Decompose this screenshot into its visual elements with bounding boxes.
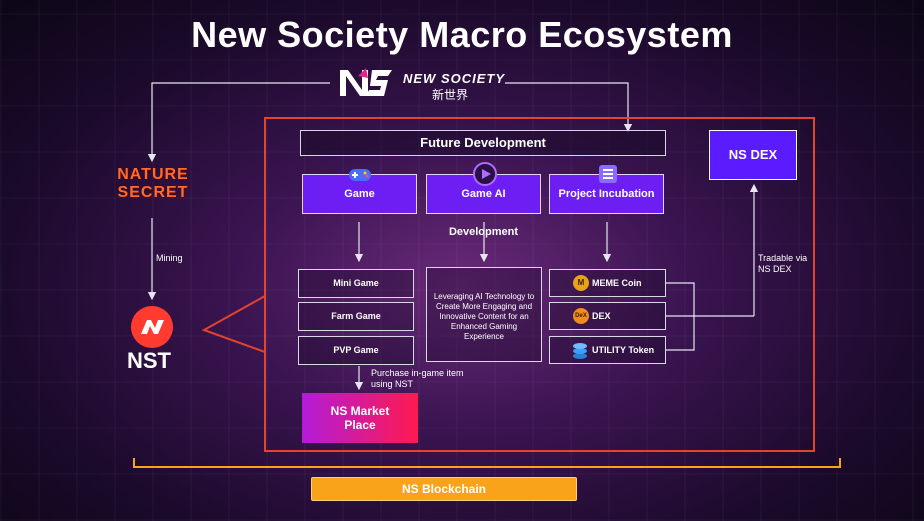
game-item-mini-game: Mini Game: [298, 269, 414, 298]
ai-play-icon: [473, 162, 497, 186]
gamepad-icon: [349, 169, 371, 181]
nature-secret-line-2: SECRET: [117, 184, 189, 201]
page-title: New Society Macro Ecosystem: [191, 14, 733, 55]
ai-description-box: Leveraging AI Technology to Create More …: [426, 267, 542, 362]
meme-coin-icon: M: [573, 275, 589, 291]
ns-market-place-box: NS Market Place: [302, 393, 418, 443]
tradable-label: Tradable via NS DEX: [758, 253, 808, 274]
new-society-logo-icon: [340, 68, 392, 96]
token-label: DEX: [592, 311, 611, 321]
token-label: UTILITY Token: [592, 345, 655, 355]
ecosystem-frame: [264, 117, 815, 452]
nature-secret-logo: NATURE SECRET: [108, 166, 198, 206]
ns-dex-box: NS DEX: [709, 130, 797, 180]
ns-blockchain-bar: NS Blockchain: [311, 477, 577, 501]
token-utility: UTILITY Token: [549, 336, 666, 364]
nature-secret-line-1: NATURE: [117, 166, 189, 183]
incubation-icon: [599, 165, 617, 183]
token-label: MEME Coin: [592, 278, 642, 288]
game-item-pvp-game: PVP Game: [298, 336, 414, 365]
ai-description-text: Leveraging AI Technology to Create More …: [433, 292, 535, 341]
marketplace-line-1: NS Market: [330, 404, 390, 418]
nst-logo-icon: [131, 306, 173, 348]
mining-label: Mining: [156, 253, 183, 263]
brand-subtitle: 新世界: [432, 88, 469, 102]
game-item-farm-game: Farm Game: [298, 302, 414, 331]
category-project-incubation: Project Incubation: [549, 174, 664, 214]
token-dex: DEX: [549, 302, 666, 330]
brand-name: NEW SOCIETY: [403, 71, 506, 86]
nst-label: NST: [127, 348, 171, 373]
purchase-label: Purchase in-game item using NST: [371, 368, 464, 389]
token-meme-coin: MEME Coin: [549, 269, 666, 297]
coin-stack-icon: [573, 343, 587, 359]
marketplace-line-2: Place: [344, 418, 376, 432]
dex-icon: DeX: [573, 308, 589, 324]
future-development-box: Future Development: [300, 130, 666, 156]
